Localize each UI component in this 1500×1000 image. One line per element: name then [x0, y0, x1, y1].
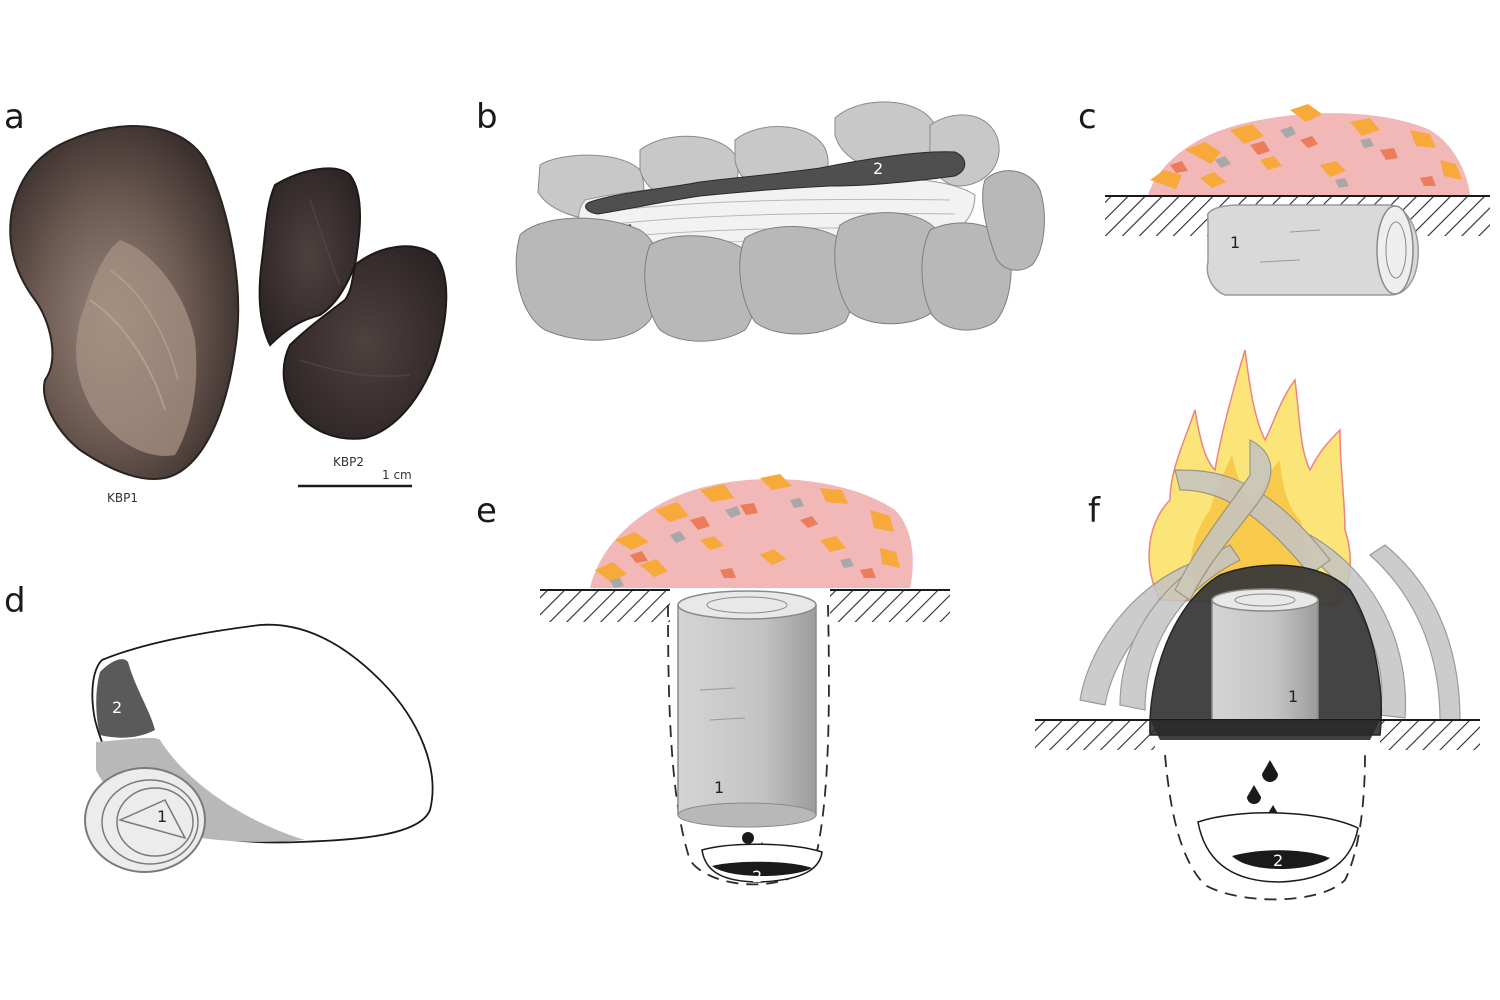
pit-outline-e: [667, 604, 830, 886]
ground-hatch-e-right: [830, 590, 950, 622]
panel-letter-b: b: [476, 97, 498, 137]
label-e-2: 2: [752, 867, 762, 886]
birch-roll-d: [84, 767, 206, 873]
pit-outline-f: [1164, 754, 1366, 901]
panel-letter-f: f: [1088, 491, 1101, 531]
panel-c: c: [1078, 97, 1490, 296]
ground-hatch-f-left: [1035, 720, 1155, 750]
scale-bar-label: 1 cm: [382, 468, 412, 482]
ember-pile-c: [1148, 104, 1470, 195]
panel-letter-e: e: [476, 491, 497, 531]
panel-letter-d: d: [4, 581, 26, 621]
ground-hatch-e-left: [540, 590, 670, 622]
birch-cylinder-f: [1211, 588, 1319, 721]
panel-f: f 1: [1035, 349, 1480, 901]
panel-d: d 2 1: [4, 581, 434, 873]
label-e-1: 1: [714, 778, 724, 797]
label-d-2: 2: [112, 698, 122, 717]
specimen-kbp1-photo: [9, 125, 240, 480]
specimen-label-kbp2: KBP2: [333, 455, 364, 469]
specimen-label-kbp1: KBP1: [107, 491, 138, 505]
collection-vessel-e: [701, 843, 823, 883]
panel-letter-c: c: [1078, 97, 1097, 137]
ember-pile-e: [590, 474, 913, 588]
panel-e: e: [476, 474, 950, 886]
birch-roll-c: [1206, 204, 1419, 296]
tar-residue: [585, 151, 966, 215]
label-f-1: 1: [1288, 687, 1298, 706]
birch-cylinder-e: [677, 590, 817, 828]
label-d-1: 1: [157, 807, 167, 826]
label-c-1: 1: [1230, 233, 1240, 252]
panel-a: a KBP1 KBP2 1 cm: [4, 97, 448, 505]
panel-letter-a: a: [4, 97, 25, 137]
stones-front-row: [515, 170, 1045, 342]
tar-drip-e: [742, 832, 754, 844]
label-f-2: 2: [1273, 851, 1283, 870]
panel-b: b 2 1: [476, 97, 1045, 342]
specimen-kbp2-photo: [258, 167, 448, 440]
ground-hatch-f-right: [1380, 720, 1480, 750]
collection-vessel-f: [1197, 812, 1359, 883]
label-b-2: 2: [873, 159, 883, 178]
logs: [1079, 439, 1461, 721]
tar-patch-d: [96, 659, 155, 738]
